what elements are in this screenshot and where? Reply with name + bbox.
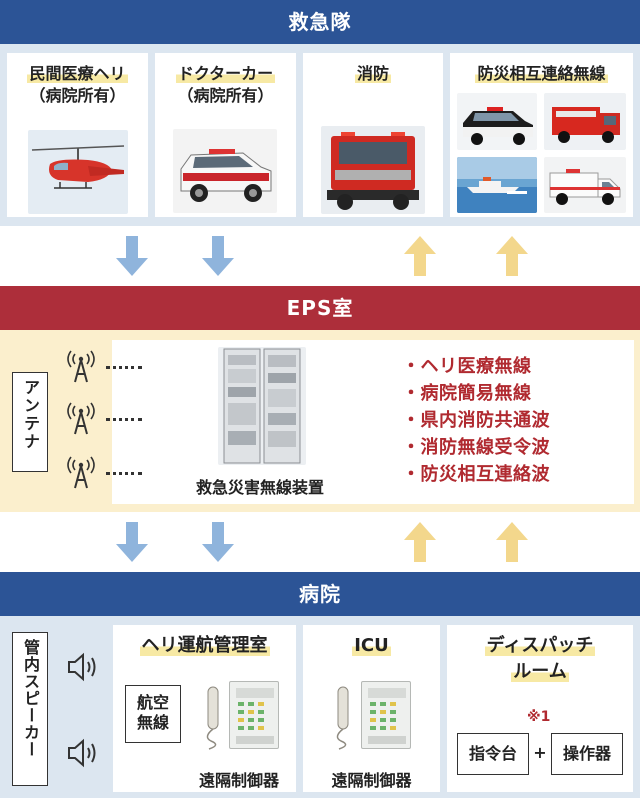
police-car-photo bbox=[457, 93, 537, 150]
ambulance-photo bbox=[544, 157, 626, 213]
fire-card-title-line1: 消防 bbox=[354, 64, 391, 83]
plus-sign: + bbox=[533, 743, 547, 762]
speaker-icon bbox=[68, 738, 96, 768]
aviation-radio-box: 航空 無線 bbox=[125, 685, 181, 743]
bousai-card-title-line1: 防災相互連絡無線 bbox=[475, 64, 608, 83]
doctor-car-card-title-line2: （病院所有） bbox=[177, 86, 274, 105]
channel-item-3: ・県内消防共通波 bbox=[402, 410, 550, 431]
antenna-icon bbox=[67, 350, 95, 383]
doctor-car-photo bbox=[173, 129, 277, 213]
eps-inner-panel bbox=[112, 340, 634, 504]
boat-photo bbox=[457, 157, 537, 213]
arrow-down-icon bbox=[202, 236, 234, 276]
fire-card: 消防 bbox=[303, 53, 443, 217]
dispatch-card: ディスパッチ ルーム ※1 指令台 + 操作器 bbox=[447, 625, 633, 792]
icu-card: ICU 遠隔制御器 bbox=[303, 625, 440, 792]
fire-truck-photo bbox=[321, 126, 425, 214]
command-desk-box: 指令台 bbox=[457, 733, 529, 775]
speaker-label: 管内スピーカー bbox=[12, 632, 48, 786]
helicopter-photo bbox=[28, 130, 128, 214]
channel-item-5: ・防災相互連絡波 bbox=[402, 464, 550, 485]
remote-controller-photo bbox=[229, 681, 279, 749]
fire-card-title: 消防 bbox=[303, 63, 443, 85]
channel-item-4: ・消防無線受令波 bbox=[402, 437, 550, 458]
doctor-car-card-title-line1: ドクターカー bbox=[175, 64, 276, 83]
handset-icon bbox=[336, 686, 349, 750]
channel-item-2: ・病院簡易無線 bbox=[402, 383, 532, 404]
operator-box: 操作器 bbox=[551, 733, 623, 775]
icu-title: ICU bbox=[352, 635, 391, 656]
antenna-row-2 bbox=[64, 402, 144, 438]
device-caption: 救急災害無線装置 bbox=[195, 478, 324, 497]
ambulance-section-header: 救急隊 bbox=[0, 0, 640, 44]
eps-section-header: EPS室 bbox=[0, 286, 640, 330]
dispatch-title: ディスパッチ ルーム bbox=[484, 635, 596, 682]
hospital-section-header: 病院 bbox=[0, 572, 640, 616]
heli-card: 民間医療ヘリ （病院所有） bbox=[7, 53, 148, 217]
heli-card-title: 民間医療ヘリ （病院所有） bbox=[7, 63, 148, 107]
arrow-down-icon bbox=[116, 522, 148, 562]
icu-caption: 遠隔制御器 bbox=[331, 771, 412, 790]
antenna-icon bbox=[67, 402, 95, 435]
arrow-up-icon bbox=[404, 522, 436, 562]
bousai-card-title: 防災相互連絡無線 bbox=[450, 63, 633, 85]
arrow-down-icon bbox=[116, 236, 148, 276]
antenna-icon bbox=[67, 456, 95, 489]
dispatch-note: ※1 bbox=[527, 709, 551, 725]
heli-room-card: ヘリ運航管理室 航空 無線 遠隔制御器 bbox=[113, 625, 296, 792]
speaker-icon bbox=[68, 652, 96, 682]
arrow-down-icon bbox=[202, 522, 234, 562]
doctor-car-card: ドクターカー （病院所有） bbox=[155, 53, 296, 217]
arrow-up-icon bbox=[496, 236, 528, 276]
bousai-card: 防災相互連絡無線 bbox=[450, 53, 633, 217]
doctor-car-card-title: ドクターカー （病院所有） bbox=[155, 63, 296, 107]
heli-card-title-line1: 民間医療ヘリ bbox=[27, 64, 128, 83]
remote-controller-photo bbox=[361, 681, 411, 749]
antenna-label: アンテナ bbox=[12, 372, 48, 472]
radio-rack-photo bbox=[218, 347, 306, 465]
heli-room-title: ヘリ運航管理室 bbox=[139, 635, 270, 656]
heli-room-caption: 遠隔制御器 bbox=[198, 771, 279, 790]
channel-item-1: ・ヘリ医療無線 bbox=[402, 356, 532, 377]
fire-engine-photo bbox=[544, 93, 626, 150]
antenna-row-1 bbox=[64, 350, 144, 386]
arrow-up-icon bbox=[496, 522, 528, 562]
arrow-up-icon bbox=[404, 236, 436, 276]
antenna-row-3 bbox=[64, 456, 144, 492]
handset-icon bbox=[206, 686, 219, 750]
heli-card-title-line2: （病院所有） bbox=[29, 86, 126, 105]
